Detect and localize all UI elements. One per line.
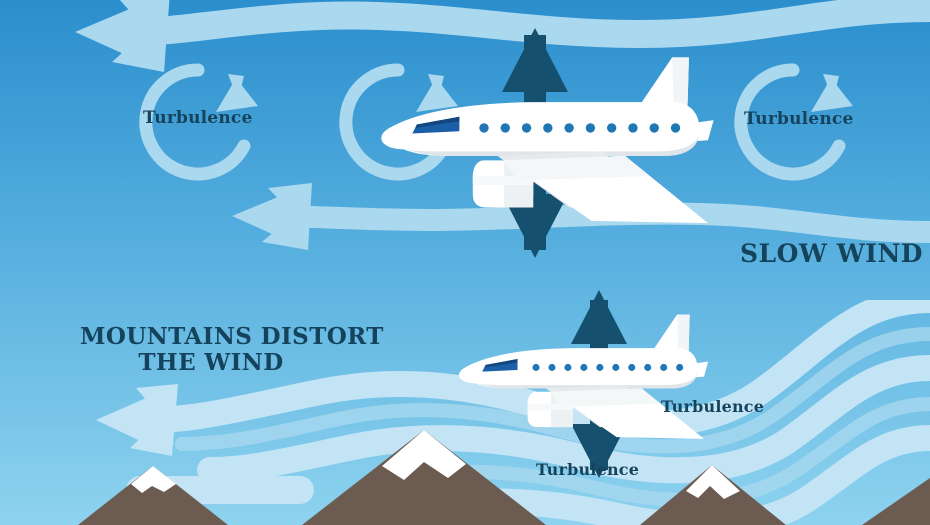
- mountain-main-center: [302, 430, 546, 525]
- wind-band-top: [75, 0, 930, 72]
- label-turbulence-bottom: Turbulence: [536, 460, 640, 479]
- label-turbulence-top-right: Turbulence: [744, 109, 854, 129]
- mountain-slope-right-corner: [862, 478, 930, 525]
- label-slow-wind: SLOW WIND: [740, 239, 923, 268]
- mountain-range: [78, 430, 930, 525]
- label-mountains-distort-the-wind: MOUNTAINS DISTORT THE WIND: [80, 323, 383, 377]
- label-turbulence-mid-right: Turbulence: [661, 397, 765, 416]
- label-mountains-line2: THE WIND: [138, 349, 284, 377]
- wavy-wind-band-2: [197, 355, 930, 484]
- mountain-right: [640, 465, 786, 525]
- label-mountains-line1: MOUNTAINS DISTORT: [80, 323, 384, 350]
- mountain-small-left: [78, 466, 228, 525]
- label-turbulence-top-left: Turbulence: [143, 108, 253, 128]
